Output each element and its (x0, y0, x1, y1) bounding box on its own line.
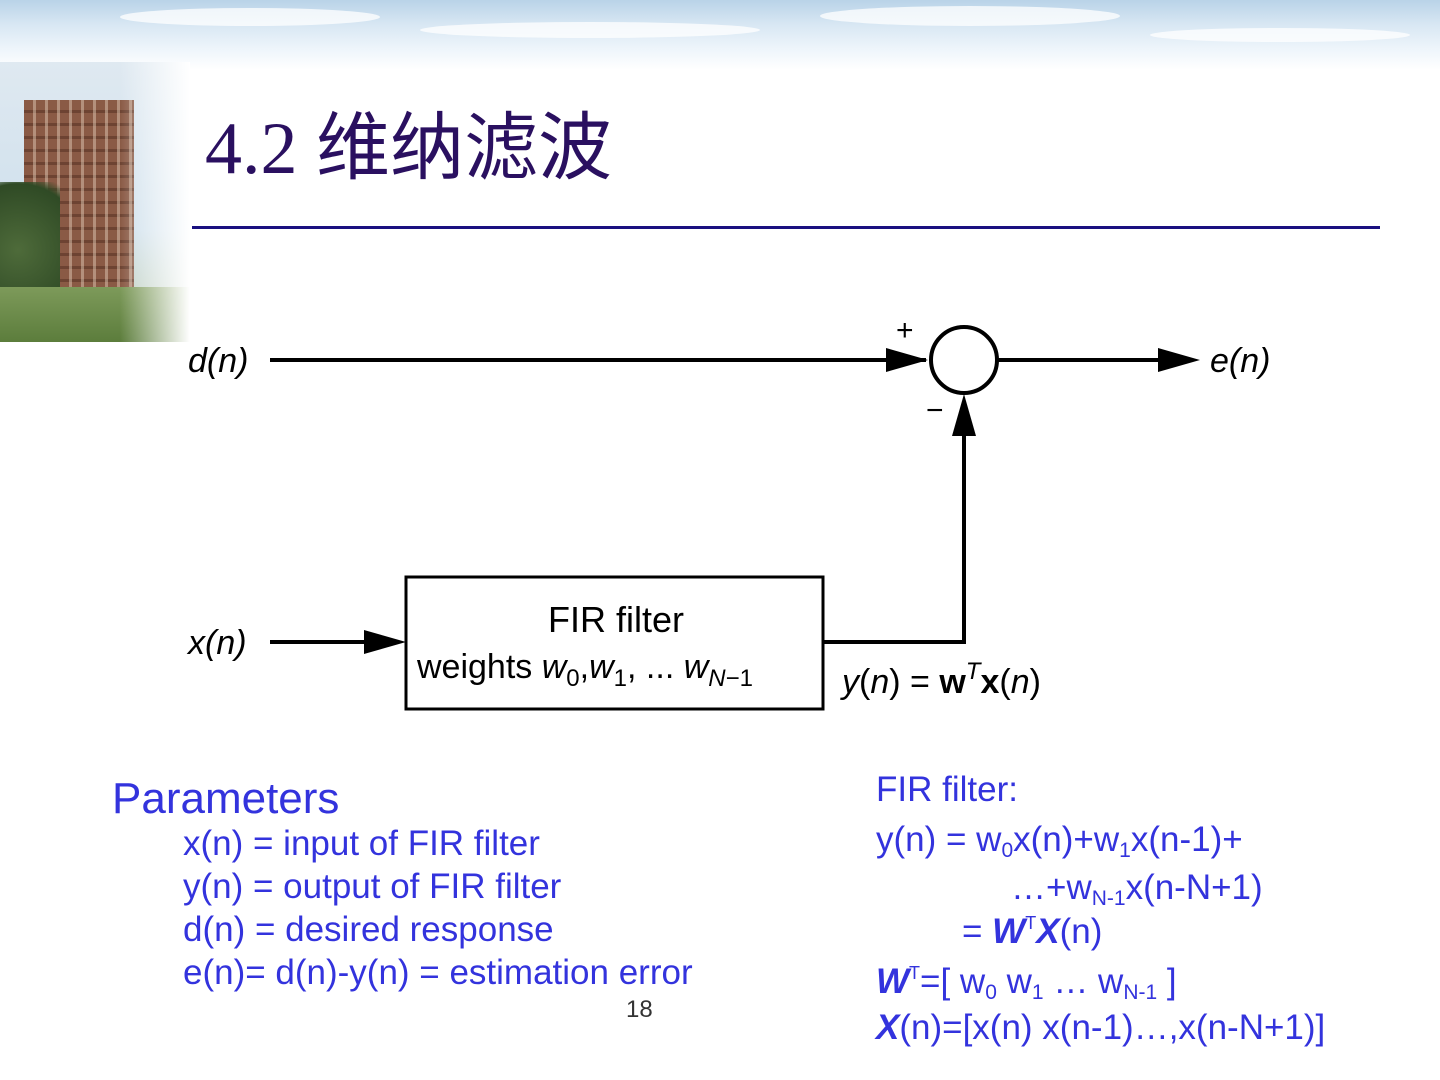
d-n-arrowhead (886, 348, 928, 372)
parameter-item: y(n) = output of FIR filter (183, 867, 562, 906)
page-number: 18 (626, 996, 653, 1023)
parameters-heading: Parameters (112, 774, 340, 823)
minus-sign: − (926, 394, 944, 427)
fir-equation-line1: y(n) = w0x(n)+w1x(n-1)+ (876, 820, 1243, 862)
fir-equation-line2: …+wN-1x(n-N+1) (1011, 868, 1263, 910)
label-y-n-equation: y(n) = wTx(n) (840, 658, 1041, 701)
fir-filter-box (404, 575, 825, 711)
fir-equation-line4: WT=[ w0 w1 … wN-1 ] (876, 962, 1177, 1004)
sky-banner (0, 0, 1440, 70)
label-e-n: e(n) (1210, 342, 1270, 380)
e-n-arrowhead (1158, 348, 1200, 372)
fir-weights-text: weights w0,w1, ... wN−1 (416, 648, 753, 692)
x-n-arrowhead (364, 630, 406, 654)
plus-sign: + (896, 314, 914, 347)
fir-filter-title: FIR filter (548, 599, 684, 640)
parameter-item: e(n)= d(n)-y(n) = estimation error (183, 953, 693, 992)
campus-building-photo (0, 62, 190, 342)
y-n-feedback-line (823, 430, 966, 644)
parameters-section: Parameters x(n) = input of FIR filter y(… (112, 776, 812, 994)
fir-equation-line3: = WTX(n) (962, 912, 1103, 951)
title-divider (192, 226, 1380, 229)
parameter-item: d(n) = desired response (183, 910, 554, 949)
y-n-arrowhead (952, 394, 976, 436)
summing-junction (929, 325, 999, 395)
fir-equation-line5: X(n)=[x(n) x(n-1)…,x(n-N+1)] (876, 1008, 1326, 1047)
label-d-n: d(n) (188, 342, 248, 380)
fir-heading: FIR filter: (876, 770, 1018, 809)
label-x-n: x(n) (186, 624, 247, 662)
slide-title: 4.2 维纳滤波 (205, 108, 612, 190)
parameter-item: x(n) = input of FIR filter (183, 824, 540, 863)
